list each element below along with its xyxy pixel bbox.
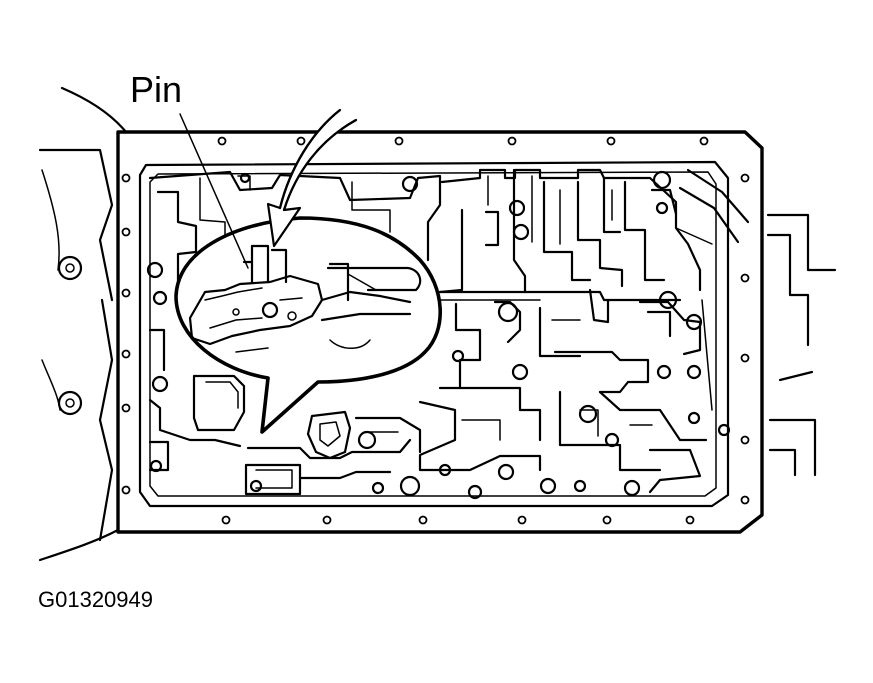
leader-line-icon	[179, 113, 249, 269]
pin-callout-label: Pin	[130, 69, 183, 110]
transmission-case-outline	[38, 86, 128, 562]
valve-body-internals	[146, 168, 750, 500]
case-right-outline	[766, 213, 837, 477]
flange-bolt-holes	[121, 136, 750, 525]
oil-pan-flange	[116, 130, 764, 534]
pointer-arrow-icon	[266, 108, 358, 248]
magnified-callout-bubble	[174, 216, 443, 434]
figure-id: G01320949	[38, 587, 153, 612]
